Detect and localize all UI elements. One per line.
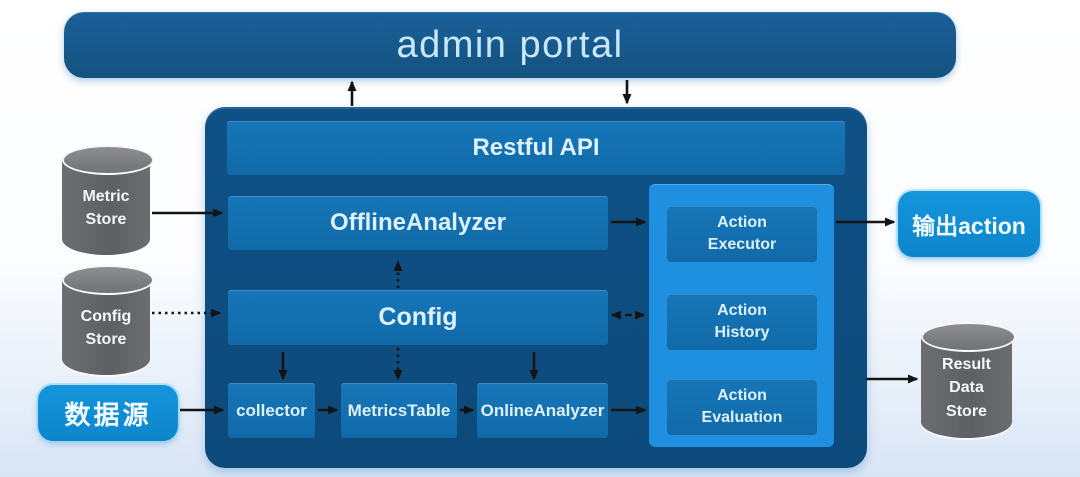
action-executor-node: Action Executor bbox=[667, 206, 817, 262]
cylinder-top-icon bbox=[62, 145, 154, 175]
restful-api-label: Restful API bbox=[472, 134, 600, 161]
online-analyzer-node: OnlineAnalyzer bbox=[477, 383, 608, 438]
action-panel: Action Executor Action History Action Ev… bbox=[649, 184, 834, 447]
metrics-table-node: MetricsTable bbox=[341, 383, 457, 438]
action-evaluation-label: Action Evaluation bbox=[701, 387, 783, 426]
data-source-label: 数据源 bbox=[64, 399, 152, 430]
cylinder-top-icon bbox=[921, 322, 1016, 352]
metric-store-label: Metric Store bbox=[82, 187, 130, 228]
data-source-node: 数据源 bbox=[38, 385, 178, 441]
offline-analyzer-node: OfflineAnalyzer bbox=[228, 196, 608, 250]
output-action-label: 输出action bbox=[912, 213, 1026, 239]
metric-store-cylinder: Metric Store bbox=[62, 145, 154, 255]
result-data-store-cylinder: Result Data Store bbox=[921, 322, 1016, 438]
action-executor-label: Action Executor bbox=[707, 214, 777, 253]
config-node: Config bbox=[228, 290, 608, 345]
admin-portal-node: admin portal bbox=[64, 12, 956, 78]
metrics-table-label: MetricsTable bbox=[347, 400, 451, 420]
action-evaluation-node: Action Evaluation bbox=[667, 379, 817, 435]
collector-label: collector bbox=[236, 400, 307, 420]
offline-analyzer-label: OfflineAnalyzer bbox=[329, 209, 507, 236]
cylinder-body bbox=[921, 335, 1012, 438]
collector-node: collector bbox=[228, 383, 315, 438]
online-analyzer-label: OnlineAnalyzer bbox=[480, 400, 605, 420]
action-history-label: Action History bbox=[714, 302, 770, 341]
restful-api-node: Restful API bbox=[227, 121, 845, 175]
cylinder-top-icon bbox=[62, 265, 154, 295]
config-store-cylinder: Config Store bbox=[62, 265, 154, 375]
config-store-label: Config Store bbox=[80, 307, 132, 348]
admin-portal-label: admin portal bbox=[396, 23, 624, 66]
output-action-node: 输出action bbox=[898, 191, 1040, 257]
action-history-node: Action History bbox=[667, 294, 817, 350]
config-label: Config bbox=[378, 303, 458, 331]
result-data-store-label: Result Data Store bbox=[942, 356, 991, 420]
